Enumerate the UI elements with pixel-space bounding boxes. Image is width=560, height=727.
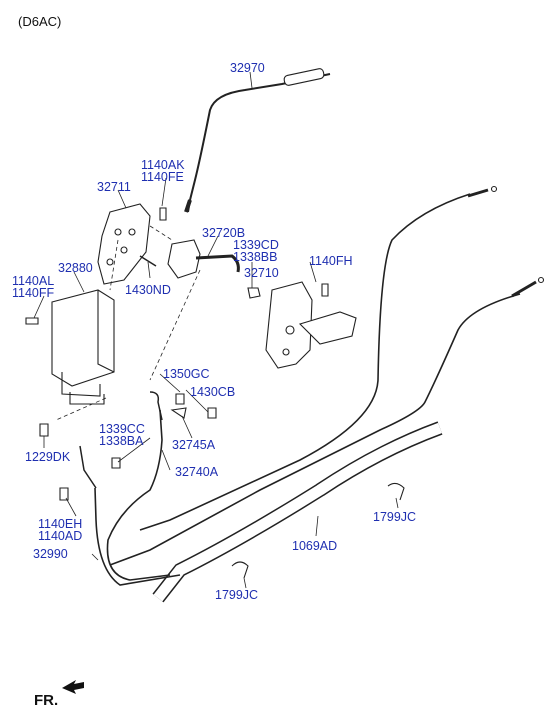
clip-1799JC-left [231,561,249,579]
part-label-1338BA: 1338BA [99,434,144,448]
spring-32740A [149,391,163,421]
bolt-1430CB [207,407,217,419]
part-label-32970: 32970 [230,61,265,75]
part-label-1339CC: 1339CC [99,422,145,436]
part-label-32710: 32710 [244,266,279,280]
clip-1350GC [175,393,185,405]
bracket-32711 [97,203,151,285]
cable-32990 [94,487,181,586]
part-label-1229DK: 1229DK [25,450,71,464]
part-label-1140EH: 1140EH [38,517,83,531]
part-label-1140FE: 1140FE [141,170,184,184]
part-label-32745A: 32745A [172,438,216,452]
throttle-32720B [167,239,201,279]
part-label-1799JC-right: 1799JC [373,510,417,524]
part-label-1069AD: 1069AD [292,539,338,553]
part-label-1140FH: 1140FH [309,254,353,268]
part-label-32740A: 32740A [175,465,219,479]
front-direction-label: FR. [34,692,59,709]
bolt-1229DK [39,423,49,437]
part-label-32990: 32990 [33,547,68,561]
long-cable-lower [109,293,521,566]
part-label-1338BB: 1338BB [233,250,278,264]
clip-1799JC-right [387,482,405,501]
part-label-1430CB: 1430CB [190,385,236,399]
pedal-32710 [265,281,313,369]
cable-32970 [187,73,331,213]
part-label-1430ND: 1430ND [125,283,171,297]
part-label-1339CD: 1339CD [233,238,279,252]
part-label-1799JC-left: 1799JC [215,588,259,602]
cable-32740A [106,409,171,581]
bolt-1140EH [59,487,69,501]
front-arrow-icon [62,680,84,694]
part-label-1350GC: 1350GC [163,367,210,381]
nut-1339CC [111,457,121,469]
part-label-1140AD: 1140AD [38,529,83,543]
long-cable-upper [139,193,471,531]
bolt-1140AK [159,207,167,221]
part-label-32880: 32880 [58,261,93,275]
nut-1339CD [247,287,261,299]
part-label-1140AK: 1140AK [141,158,185,172]
bolt-1140AL [25,317,39,325]
part-label-1140FF: 1140FF [12,286,55,300]
part-label-1140AL: 1140AL [12,274,55,288]
clip-32745A [170,407,187,419]
engine-variant-label: (D6AC) [18,14,62,29]
cable-32970-end [283,68,325,86]
module-32880 [51,289,115,387]
part-label-32720B: 32720B [202,226,246,240]
part-label-32711: 32711 [97,180,131,194]
spring-32990 [79,445,97,489]
bolt-1140FH [321,283,329,297]
